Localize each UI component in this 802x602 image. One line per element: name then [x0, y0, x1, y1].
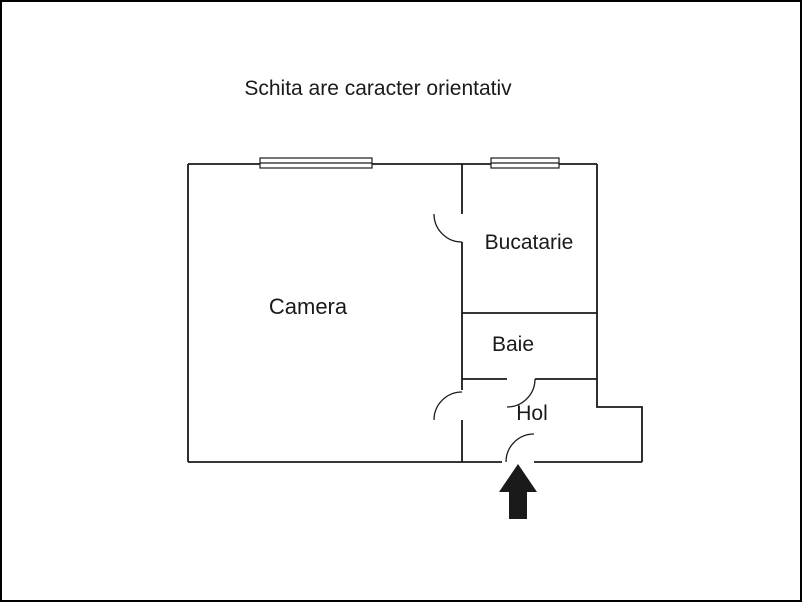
door-arc-bucatarie	[433, 213, 463, 243]
door-arc-entrance	[505, 433, 535, 463]
room-label-hol: Hol	[516, 402, 548, 425]
entrance-arrow-up-icon	[499, 464, 537, 519]
door-arc-baie	[506, 378, 536, 408]
door-arc-hol-camera	[433, 391, 463, 421]
window-bucatarie	[490, 157, 560, 169]
page-title: Schita are caracter orientativ	[244, 77, 512, 100]
room-label-bucatarie: Bucatarie	[485, 231, 574, 254]
window-camera	[259, 157, 373, 169]
outer-wall-right	[596, 164, 643, 462]
room-label-camera: Camera	[269, 294, 348, 319]
room-label-baie: Baie	[492, 333, 534, 356]
